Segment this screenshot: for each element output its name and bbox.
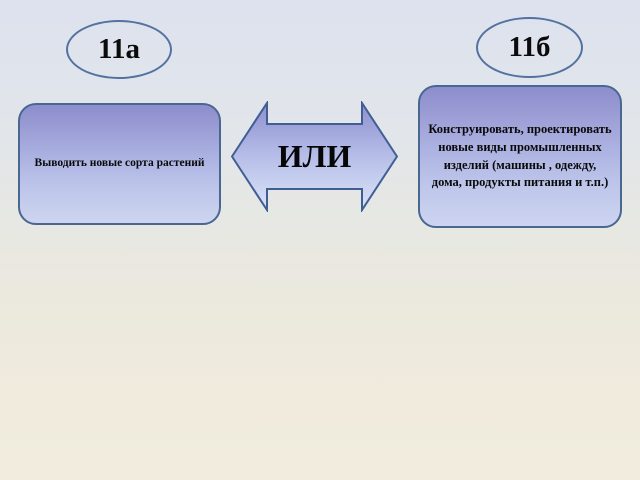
- option-a-label: 11а: [98, 33, 140, 65]
- option-b-badge: 11б: [476, 17, 583, 78]
- or-connector: ИЛИ: [231, 101, 398, 212]
- option-b-box-text: Конструировать, проектировать новые виды…: [428, 122, 612, 190]
- option-b-box: Конструировать, проектировать новые виды…: [418, 85, 622, 228]
- option-b-label: 11б: [508, 31, 551, 63]
- double-headed-arrow-icon: [231, 101, 398, 212]
- option-a-box: Выводить новые сорта растений: [18, 103, 221, 225]
- option-a-box-text: Выводить новые сорта растений: [34, 157, 205, 170]
- option-a-badge: 11а: [66, 20, 172, 79]
